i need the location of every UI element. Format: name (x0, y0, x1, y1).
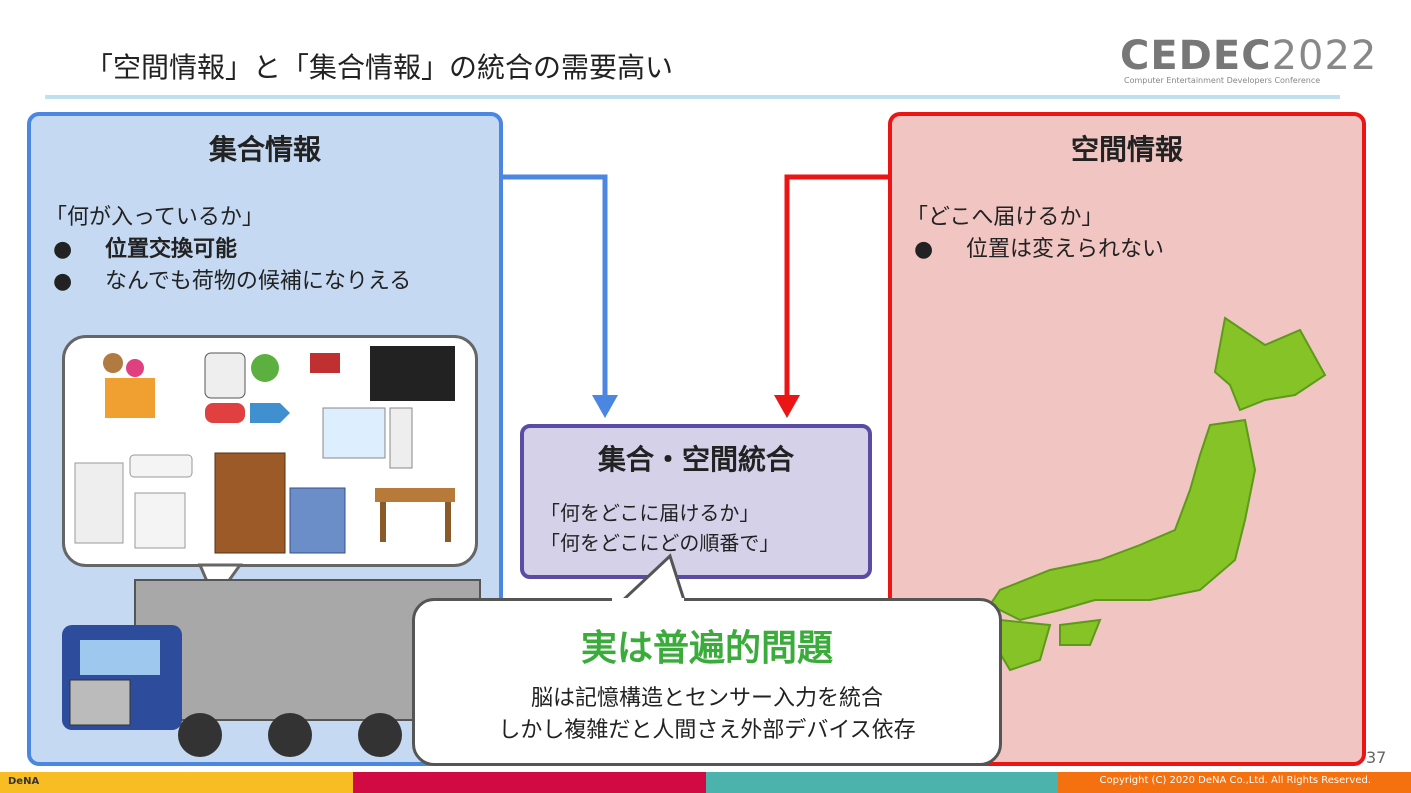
bullet-item: ●なんでも荷物の候補になりえる (45, 266, 411, 298)
callout-headline: 実は普遍的問題 (580, 628, 833, 669)
set-info-question: 「何が入っているか」 (45, 205, 264, 230)
bullet-text: 位置は変えられない (966, 237, 1165, 262)
integration-text: 「何をどこに届けるか」 「何をどこにどの順番で」 (540, 498, 779, 558)
bullet-item: ●位置は変えられない (906, 234, 1164, 266)
red-arrowhead (774, 395, 800, 418)
integration-box: 集合・空間統合 「何をどこに届けるか」 「何をどこにどの順番で」 (520, 424, 872, 579)
set-info-title: 集合情報 (208, 133, 321, 166)
callout-line: しかし複雑だと人間さえ外部デバイス依存 (498, 718, 916, 743)
slide-title: 「空間情報」と「集合情報」の統合の需要高い (85, 51, 674, 84)
bullet-item: ●位置交換可能 (45, 234, 411, 266)
footer-bar-teal (706, 772, 1058, 793)
logo-name: CEDEC (1120, 33, 1272, 79)
japan-map-icon (988, 316, 1327, 672)
blue-arrowhead (592, 395, 618, 418)
space-info-question: 「どこへ届けるか」 (906, 205, 1104, 230)
copyright: Copyright (C) 2020 DeNA Co.,Ltd. All Rig… (1099, 775, 1371, 786)
integration-line: 「何をどこにどの順番で」 (540, 531, 780, 555)
integration-line: 「何をどこに届けるか」 (540, 501, 760, 525)
tail-joint (612, 598, 684, 602)
dena-logo: DeNA (8, 776, 40, 787)
bullet-text: なんでも荷物の候補になりえる (105, 269, 412, 294)
page-number: 37 (1366, 748, 1387, 767)
space-info-text: 「どこへ届けるか」 ●位置は変えられない (906, 202, 1164, 266)
bullet-text: 位置交換可能 (105, 237, 238, 262)
footer-bar-red (353, 772, 706, 793)
title-divider (45, 95, 1340, 99)
cargo-items-icon (74, 346, 455, 554)
footer-bar-orange (1058, 772, 1411, 793)
logo-year: 2022 (1271, 33, 1378, 79)
footer-bar-yellow (0, 772, 353, 793)
integration-title: 集合・空間統合 (597, 443, 794, 476)
universal-problem-callout: 実は普遍的問題 脳は記憶構造とセンサー入力を統合 しかし複雑だと人間さえ外部デバ… (412, 598, 1002, 766)
cedec-logo: CEDEC2022 Computer Entertainment Develop… (1120, 33, 1376, 96)
logo-tagline: Computer Entertainment Developers Confer… (1124, 76, 1321, 85)
cargo-speech-bubble (62, 335, 478, 567)
space-info-title: 空間情報 (1070, 133, 1183, 166)
blue-arrow (502, 174, 608, 398)
set-info-text: 「何が入っているか」 ●位置交換可能 ●なんでも荷物の候補になりえる (45, 202, 411, 298)
red-arrow (784, 174, 888, 398)
callout-line: 脳は記憶構造とセンサー入力を統合 (530, 686, 883, 711)
